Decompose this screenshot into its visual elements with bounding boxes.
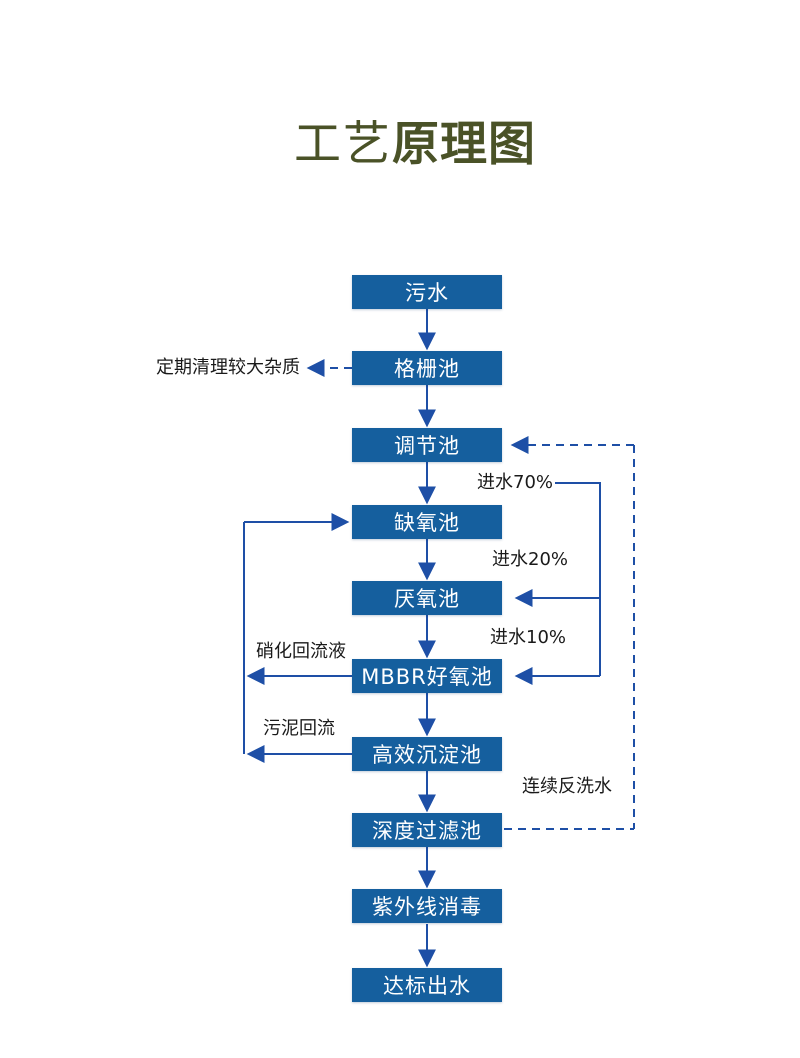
node-deep-filtration-tank: 深度过滤池 xyxy=(352,813,502,847)
title-bold-part: 原理图 xyxy=(392,117,536,172)
node-anoxic-tank: 缺氧池 xyxy=(352,505,502,539)
label-periodic-cleanup: 定期清理较大杂质 xyxy=(156,357,300,378)
node-effluent: 达标出水 xyxy=(352,968,502,1002)
title-light-part: 工艺 xyxy=(294,117,392,172)
label-inflow-10: 进水10% xyxy=(490,627,567,648)
label-sludge-return: 污泥回流 xyxy=(263,718,335,739)
node-uv-disinfection: 紫外线消毒 xyxy=(352,889,502,923)
label-backwash-water: 连续反洗水 xyxy=(522,776,612,797)
node-sewage: 污水 xyxy=(352,275,502,309)
label-nitrification-return: 硝化回流液 xyxy=(256,641,346,662)
label-inflow-70: 进水70% xyxy=(477,472,554,493)
node-anaerobic-tank: 厌氧池 xyxy=(352,581,502,615)
node-sedimentation-tank: 高效沉淀池 xyxy=(352,737,502,771)
node-mbbr-aerobic-tank: MBBR好氧池 xyxy=(352,659,502,693)
node-screen-tank: 格栅池 xyxy=(352,351,502,385)
page-title: 工艺原理图 xyxy=(294,120,536,170)
label-inflow-20: 进水20% xyxy=(492,549,569,570)
node-equalization-tank: 调节池 xyxy=(352,428,502,462)
